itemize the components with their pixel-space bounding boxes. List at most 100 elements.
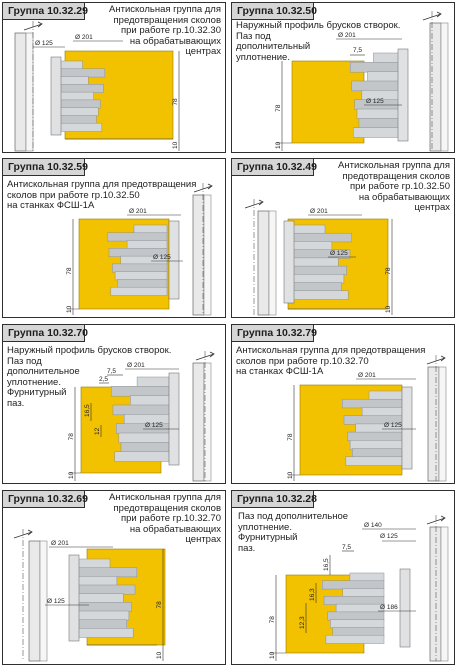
panel-title: Группа 10.32.59	[3, 159, 88, 176]
dimension-label: 10	[172, 141, 179, 149]
dimension-label: 10	[275, 141, 282, 149]
dimension-label: 78	[66, 267, 73, 275]
dimension-label: Ø 125	[366, 98, 384, 105]
cutter-knife	[335, 603, 385, 613]
cutter-hub	[168, 220, 180, 300]
rotation-arrow-icon	[193, 183, 213, 193]
dimension-label: Ø 201	[358, 372, 376, 379]
cutter-knife	[54, 107, 99, 117]
fence-plate	[25, 32, 34, 152]
cutter-knife	[327, 611, 385, 621]
dimension-label: 10	[269, 651, 276, 659]
dimension-label: 10	[385, 305, 392, 313]
dimension-label: Ø 125	[47, 598, 65, 605]
fence-plate	[268, 210, 277, 316]
cutter-knife	[361, 407, 403, 417]
dimension-label: 78	[385, 267, 392, 275]
cutter-knife	[117, 279, 168, 288]
cutter-knife	[352, 448, 403, 458]
dimension-label: 7,5	[342, 544, 351, 551]
fence-plate	[39, 540, 48, 662]
cutter-knife	[114, 271, 168, 281]
fence	[14, 32, 27, 152]
cutter-knife	[76, 610, 130, 621]
panel-title: Группа 10.32.69	[3, 491, 88, 508]
cutter-knife	[112, 263, 168, 273]
cutter-knife	[76, 558, 111, 569]
cutter-hub	[401, 386, 413, 470]
cutter-knife	[76, 576, 118, 586]
cutter-hub	[168, 372, 180, 466]
cutter-knife	[291, 241, 333, 251]
dimension-label: Ø 125	[35, 40, 53, 47]
cutter-knife	[118, 432, 170, 444]
cutter-hub	[50, 56, 62, 136]
panel-description: Антискольная группа для предотвращения с…	[109, 4, 221, 58]
cutter-knife	[353, 127, 403, 138]
cutter-knife	[349, 440, 403, 450]
cutter-stack	[341, 390, 403, 466]
cutter-knife	[291, 290, 349, 300]
cutter-knife	[54, 99, 101, 109]
cutter-knife	[76, 593, 124, 604]
fence	[429, 22, 442, 152]
dimension-label: 78	[275, 104, 282, 112]
dimension-label: Ø 186	[380, 604, 398, 611]
panel-description: Антискольная группа для предотвращения с…	[109, 492, 221, 546]
cutter-knife	[356, 108, 403, 120]
cutter-knife	[76, 584, 136, 595]
cutter-knife	[133, 224, 168, 234]
cutter-knife	[291, 274, 345, 284]
dimension-label: 10	[68, 471, 75, 479]
cutter-knife	[54, 122, 103, 132]
cutter-knife	[291, 282, 342, 292]
fence	[192, 194, 205, 316]
cutter-stack	[349, 52, 403, 138]
panel-title: Группа 10.32.28	[232, 491, 317, 508]
dimension-label: 7,5	[107, 368, 116, 375]
cutter-knife	[321, 580, 385, 590]
cutter-knife	[349, 62, 403, 73]
fence-plate	[440, 22, 449, 152]
cutter-knife	[367, 71, 403, 82]
cutter-knife	[76, 619, 127, 630]
dimension-label: 7,5	[353, 47, 362, 54]
cutter-knife	[342, 588, 385, 598]
cutter-stack	[76, 558, 138, 638]
cutter-knife	[345, 456, 403, 466]
fence	[257, 210, 270, 316]
rotation-arrow-icon	[422, 11, 442, 21]
cutter-knife	[351, 80, 403, 92]
dimension-label: 78	[269, 616, 276, 624]
fence-plate	[203, 362, 212, 482]
profile-drawing: Ø 201 7,5 Ø 125 78 10	[275, 11, 449, 152]
dimension-label: Ø 125	[153, 254, 171, 261]
fence	[427, 366, 440, 482]
cutter-knife	[76, 628, 134, 638]
cutter-knife	[330, 619, 385, 629]
dimension-label: Ø 125	[380, 533, 398, 540]
cutter-hub	[397, 48, 409, 142]
fence	[429, 526, 442, 662]
fence	[28, 540, 41, 662]
cutter-knife	[323, 596, 385, 605]
dimension-label: 16,3	[309, 588, 316, 601]
cutter-knife	[291, 232, 353, 243]
cutter-knife	[368, 390, 403, 400]
dimension-label: Ø 140	[364, 522, 382, 529]
dimension-label: Ø 201	[338, 32, 356, 39]
dimension-label: Ø 201	[127, 362, 145, 369]
dimension-label: 10	[156, 651, 163, 659]
panel-description: Наружный профиль брусков створок. Паз по…	[236, 20, 401, 63]
cutter-knife	[291, 257, 339, 267]
